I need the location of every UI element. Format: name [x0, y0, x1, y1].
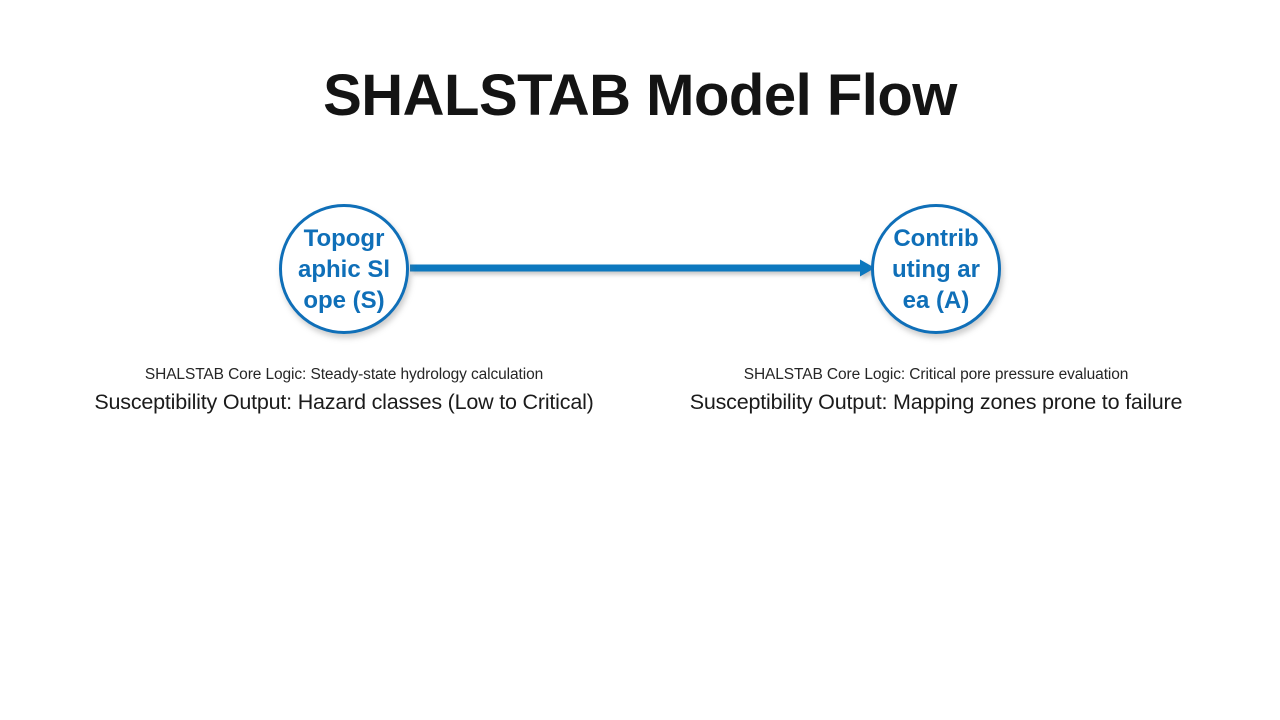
caption-susceptibility-output: Susceptibility Output: Hazard classes (L… [94, 390, 594, 414]
flow-node-label: Topographic Slope (S) [297, 224, 391, 314]
arrow-shaft [410, 264, 862, 272]
caption-core-logic: SHALSTAB Core Logic: Steady-state hydrol… [144, 366, 544, 383]
caption-susceptibility-output: Susceptibility Output: Mapping zones pro… [689, 390, 1183, 414]
caption-block-right: SHALSTAB Core Logic: Critical pore press… [646, 364, 1226, 417]
flow-node-topographic-slope[interactable]: Topographic Slope (S) [279, 204, 409, 334]
flow-node-contributing-area[interactable]: Contributing area (A) [871, 204, 1001, 334]
arrow-head [860, 259, 875, 277]
caption-block-left: SHALSTAB Core Logic: Steady-state hydrol… [54, 364, 634, 417]
flow-node-label: Contributing area (A) [892, 224, 980, 314]
page-title: SHALSTAB Model Flow [323, 63, 957, 128]
caption-core-logic: SHALSTAB Core Logic: Critical pore press… [743, 366, 1129, 383]
flow-connector-arrow [410, 259, 875, 277]
